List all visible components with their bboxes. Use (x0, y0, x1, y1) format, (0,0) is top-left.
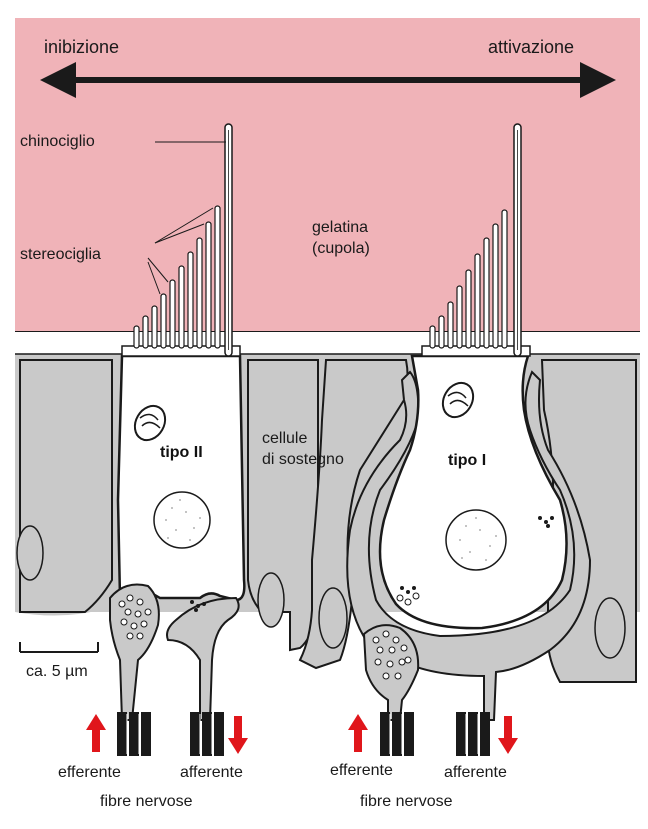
label-support-line2: di sostegno (262, 451, 344, 468)
fibre-highlights (126, 714, 479, 754)
signal-arrows (86, 714, 518, 754)
label-type-1: tipo I (448, 452, 486, 469)
support-nucleus-middle (318, 587, 348, 649)
fibre-afferent-left-b (202, 712, 212, 756)
fibre-afferent-right-a (456, 712, 466, 756)
fibre-efferent-left-a (117, 712, 127, 756)
leader-stereocilia-3 (147, 257, 169, 283)
label-activation: attivazione (488, 37, 574, 57)
label-type-2: tipo II (160, 444, 203, 461)
label-fibres-right: fibre nervose (360, 793, 453, 810)
arrow-down-afferent-left (228, 716, 248, 754)
label-efferent-left: efferente (58, 764, 121, 781)
support-nucleus-right (594, 597, 626, 659)
label-inhibition: inibizione (44, 37, 119, 57)
nucleus-stipple-left (165, 499, 201, 541)
fibre-afferent-right-b (468, 712, 478, 756)
stereocilia-bundle-right (429, 209, 508, 349)
type-1-hair-cell (378, 354, 568, 630)
fibre-afferent-right-c (480, 712, 490, 756)
fibre-efferent-left-c (141, 712, 151, 756)
label-afferent-left: afferente (180, 764, 243, 781)
type-1-nucleus (445, 509, 507, 571)
stereocilia-bundle-left (133, 205, 221, 349)
leader-stereocilia-1 (154, 207, 214, 244)
label-gel-line1: gelatina (312, 219, 368, 236)
label-kinocilium: chinociglio (20, 133, 95, 150)
label-afferent-right: afferente (444, 764, 507, 781)
nerve-fibres (117, 712, 490, 756)
fibre-efferent-right-b (392, 712, 402, 756)
leader-stereocilia-4 (147, 261, 161, 295)
type-2-nucleus (153, 491, 211, 549)
synaptic-ribbons-left (190, 600, 206, 612)
nucleus-stipple-right (459, 517, 497, 561)
label-scale: ca. 5 µm (26, 663, 88, 680)
calyx-vesicles (396, 592, 420, 606)
fibre-efferent-left-b (129, 712, 139, 756)
label-stereocilia: stereociglia (20, 246, 101, 263)
arrow-down-afferent-right (498, 716, 518, 754)
scale-bar (19, 642, 99, 653)
support-nucleus-middle-left (257, 572, 285, 628)
leader-stereocilia-2 (154, 223, 205, 244)
direction-double-arrow (40, 62, 616, 98)
label-efferent-right: efferente (330, 762, 393, 779)
arrowhead-right (580, 62, 616, 98)
fibre-afferent-left-a (190, 712, 200, 756)
efferent-vesicles-left (118, 594, 152, 640)
label-support-line1: cellule (262, 430, 307, 447)
mitochondrion-cristae-left (139, 413, 161, 429)
fibre-afferent-left-c (214, 712, 224, 756)
calyx-terminal (346, 370, 592, 721)
cupula-region (15, 18, 640, 332)
synaptic-ribbons-right (400, 516, 554, 594)
label-gel-line2: (cupola) (312, 240, 370, 257)
arrowhead-left (40, 62, 76, 98)
type-2-hair-cell (116, 354, 246, 602)
arrow-up-efferent-right (348, 714, 368, 752)
arrow-up-efferent-left (86, 714, 106, 752)
support-nucleus-left (16, 525, 44, 581)
fibre-efferent-right-a (380, 712, 390, 756)
afferent-terminal-left (166, 596, 240, 721)
mitochondrion-cristae-right (447, 391, 469, 407)
label-fibres-left: fibre nervose (100, 793, 193, 810)
efferent-terminal-left (109, 583, 160, 721)
efferent-vesicles-right (372, 630, 412, 680)
surface-layer (15, 332, 640, 354)
fibre-efferent-right-c (404, 712, 414, 756)
